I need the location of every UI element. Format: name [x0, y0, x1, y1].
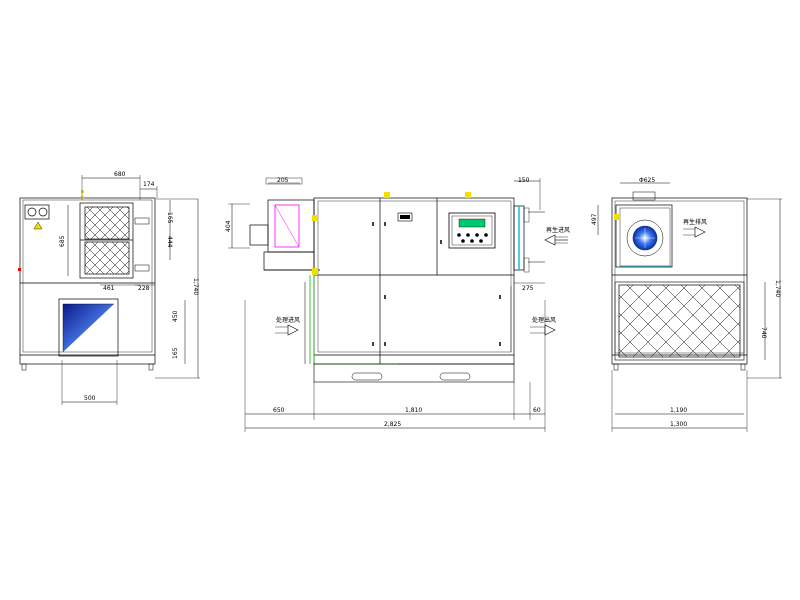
gauge-icon	[38, 207, 48, 217]
dim-bottom-width: 500	[84, 395, 96, 402]
dim-lower-right-b: 165	[172, 347, 179, 359]
dim-right-top: 150	[518, 177, 530, 184]
dim-panel-height: 685	[59, 235, 66, 247]
gauge-icon	[27, 207, 37, 217]
nameplate	[397, 212, 413, 222]
upper-filter-mesh	[84, 206, 130, 240]
dim-fan-height: 497	[591, 213, 598, 225]
left-view-dimensions: 680 174 165 685 444 461 228 450 165 1,74…	[59, 171, 199, 402]
dim-body-width: 1,810	[405, 407, 422, 414]
lower-filter-mesh	[618, 284, 741, 358]
right-view	[597, 182, 782, 432]
left-view-cabinet	[19, 197, 156, 365]
dim-inner-width: 461	[103, 285, 115, 292]
control-panel	[448, 212, 496, 249]
dim-right-mid: 444	[166, 236, 173, 248]
left-view	[18, 175, 200, 405]
warning-icon	[33, 221, 43, 230]
dim-top-width: 680	[114, 171, 126, 178]
label-regen-out: 再生排风	[683, 218, 707, 226]
dim-fan-height: 404	[225, 220, 232, 232]
label-process-out: 处理出风	[532, 316, 556, 324]
label-regen-in: 再生进风	[546, 226, 570, 234]
inlet-window	[58, 298, 119, 357]
dim-overall-height: 1,740	[774, 280, 781, 297]
dim-overall-width: 2,825	[384, 421, 401, 428]
front-view-dimensions: 205 404 150 275 650 1,810 60 2,825 再生进风 …	[225, 177, 570, 428]
dim-top-right: 174	[143, 181, 155, 188]
fork-slot	[439, 372, 471, 381]
right-view-cabinet	[611, 197, 748, 365]
dim-fan-top: Φ625	[639, 177, 655, 184]
right-view-dimensions: Φ625 497 1,740 740 1,190 1,300 再生排风	[591, 177, 781, 428]
dim-right-offset: 60	[533, 407, 541, 414]
fan-outlet-frame	[615, 204, 673, 268]
upper-filter-mesh	[84, 241, 130, 275]
upper-filter-frame	[79, 202, 134, 279]
display-screen	[458, 218, 486, 228]
dim-overall-height: 1,740	[192, 278, 199, 295]
dim-inner-right: 228	[138, 285, 150, 292]
dim-filter-height: 740	[760, 327, 767, 339]
dim-right-mid: 275	[522, 285, 534, 292]
dim-inner-width: 1,190	[670, 407, 687, 414]
dim-overall-width: 1,300	[670, 421, 687, 428]
dim-lower-right-a: 450	[172, 310, 179, 322]
gauge-panel	[24, 204, 50, 220]
label-process-in: 处理进风	[276, 316, 300, 324]
fan-motor	[249, 224, 269, 246]
dim-right-top: 165	[166, 212, 173, 224]
dim-left-offset: 650	[273, 407, 285, 414]
fork-slot	[351, 372, 383, 381]
front-view	[228, 177, 568, 432]
dim-fan-top: 205	[277, 177, 289, 184]
fan-ring	[626, 219, 664, 257]
